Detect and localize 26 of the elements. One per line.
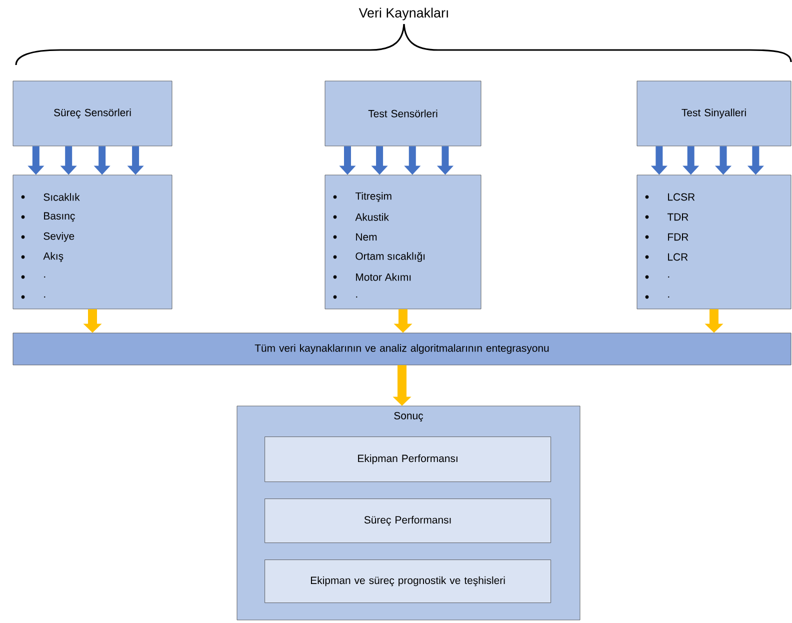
list-item: LCR — [668, 253, 688, 261]
source-box: Test Sensörleri — [324, 80, 482, 146]
result-item-box: Süreç Performansı — [264, 498, 551, 543]
integration-bar: Tüm veri kaynaklarının ve analiz algoritmalarının entegrasyonu — [12, 332, 792, 366]
source-box: Süreç Sensörleri — [12, 80, 172, 146]
list-item: Sıcaklık — [44, 193, 80, 201]
list-item: . — [44, 296, 46, 298]
list-item: Titreşim — [355, 192, 392, 202]
list-item: . — [668, 276, 670, 278]
list-item: Seviye — [44, 232, 74, 242]
list-item: . — [44, 276, 46, 278]
title: Veri Kaynakları — [358, 8, 448, 20]
list-item: Akustik — [355, 213, 389, 221]
list-item: Ortam sıcaklığı — [356, 252, 425, 262]
result-item-box: Ekipman Performansı — [264, 436, 551, 482]
list-item: Motor Akımı — [356, 273, 411, 281]
list-item: . — [668, 296, 670, 298]
list-item: Akış — [43, 252, 64, 262]
source-box: Test Sinyalleri — [636, 80, 792, 146]
list-item: LCSR — [668, 193, 695, 201]
list-item: Nem — [356, 233, 377, 241]
list-item: . — [356, 296, 358, 298]
list-item: FDR — [668, 233, 688, 241]
list-item: Basınç — [44, 212, 75, 222]
result-item-box: Ekipman ve süreç prognostik ve teşhisleri — [264, 560, 551, 603]
list-item: TDR — [667, 213, 688, 221]
